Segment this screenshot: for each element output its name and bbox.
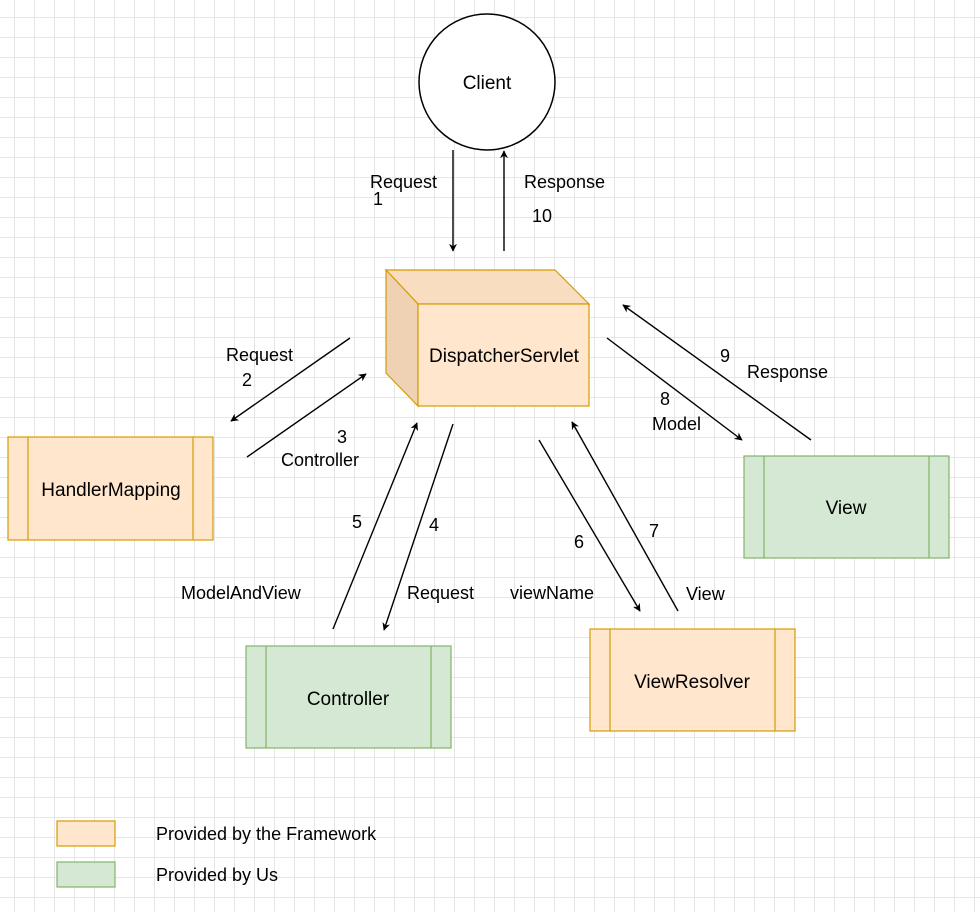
- edge-10-label: Response: [524, 172, 605, 192]
- edge-4-label: Request: [407, 583, 474, 603]
- dispatcher-servlet-label: DispatcherServlet: [429, 346, 580, 367]
- edge-8-number: 8: [660, 389, 670, 409]
- edge-5-number: 5: [352, 512, 362, 532]
- arrow-4-request: [382, 423, 454, 631]
- legend-label-us: Provided by Us: [156, 865, 278, 885]
- legend-item-us: Provided by Us: [56, 861, 278, 888]
- edge-9-number: 9: [720, 346, 730, 366]
- edge-9-label: Response: [747, 362, 828, 382]
- client-node[interactable]: Client: [418, 13, 556, 151]
- controller-node[interactable]: Controller: [245, 645, 452, 749]
- edge-7-number: 7: [649, 521, 659, 541]
- edge-4-number: 4: [429, 515, 439, 535]
- client-label: Client: [463, 73, 512, 94]
- edge-5-label: ModelAndView: [181, 583, 302, 603]
- arrow-8-model: [606, 337, 743, 441]
- edge-1-number: 1: [373, 189, 383, 209]
- arrow-9-response: [622, 304, 812, 441]
- arrow-2-request: [230, 337, 351, 422]
- view-resolver-node[interactable]: ViewResolver: [589, 628, 796, 732]
- edge-2-label: Request: [226, 345, 293, 365]
- edge-3-number: 3: [337, 427, 347, 447]
- view-resolver-label: ViewResolver: [634, 672, 750, 693]
- legend-item-framework: Provided by the Framework: [56, 820, 377, 847]
- cube-top-face: [384, 269, 591, 305]
- dispatcher-servlet-node[interactable]: DispatcherServlet: [384, 268, 591, 408]
- arrow-3-controller: [246, 373, 367, 458]
- cube-front-face: [417, 303, 590, 407]
- legend-swatch-us: [56, 861, 116, 888]
- legend: Provided by the Framework Provided by Us: [56, 820, 377, 888]
- edge-7-label: View: [686, 584, 726, 604]
- edge-1-label: Request: [370, 172, 437, 192]
- edge-3-label: Controller: [281, 450, 359, 470]
- arrow-6-viewname: [538, 439, 641, 612]
- edge-6-number: 6: [574, 532, 584, 552]
- handler-mapping-node[interactable]: HandlerMapping: [7, 436, 214, 541]
- arrow-7-view: [571, 421, 679, 612]
- view-label: View: [826, 498, 867, 519]
- legend-swatch-framework: [56, 820, 116, 847]
- edge-6-label: viewName: [510, 583, 594, 603]
- arrow-5-modelandview: [332, 422, 418, 630]
- edge-2-number: 2: [242, 370, 252, 390]
- edge-10-number: 10: [532, 206, 552, 226]
- view-node[interactable]: View: [743, 455, 950, 559]
- handler-mapping-label: HandlerMapping: [41, 480, 180, 501]
- controller-label: Controller: [307, 689, 390, 710]
- edge-8-label: Model: [652, 414, 701, 434]
- legend-label-framework: Provided by the Framework: [156, 824, 377, 844]
